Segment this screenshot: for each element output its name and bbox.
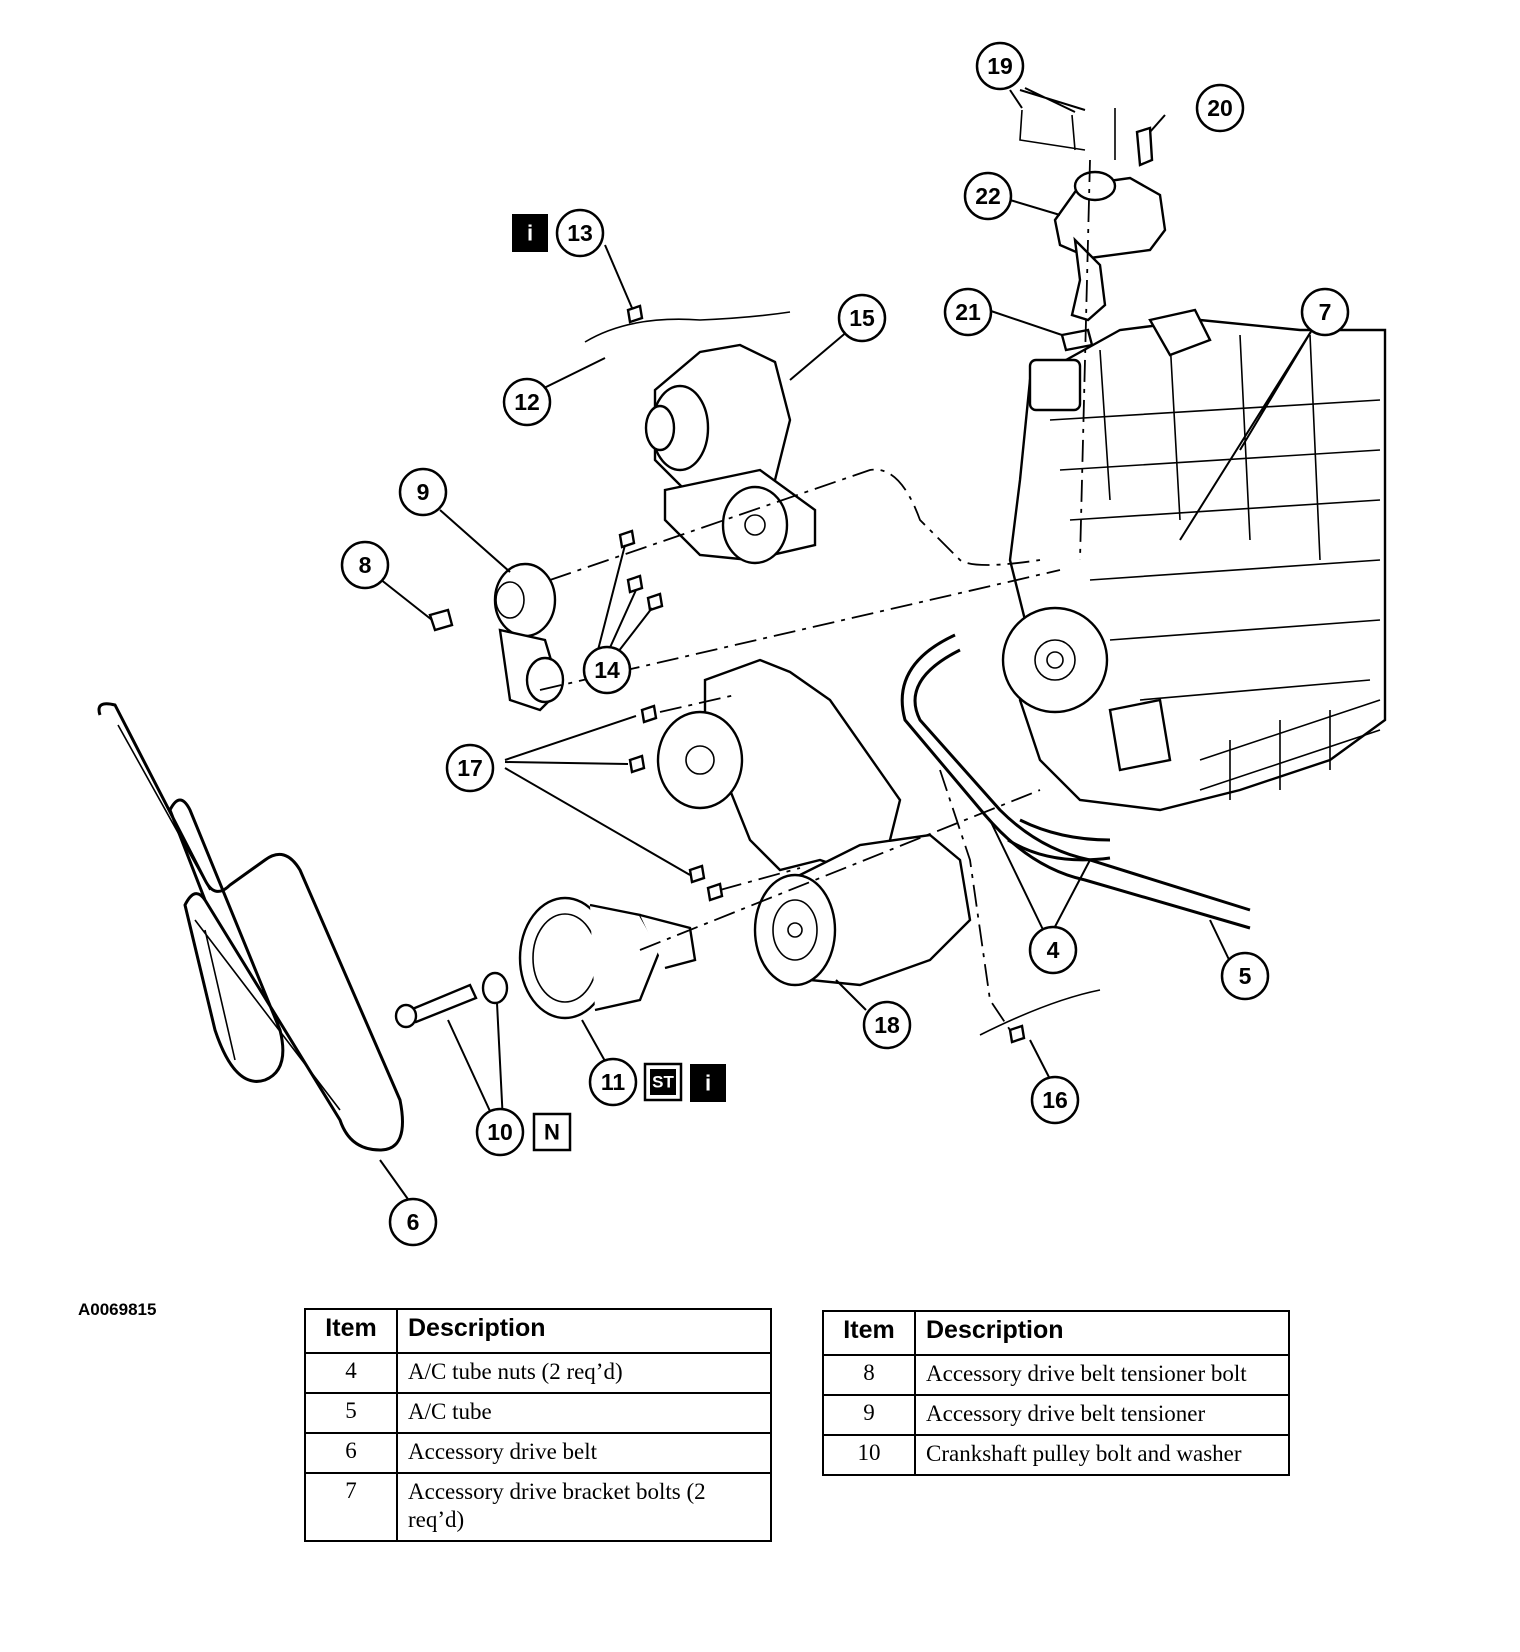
svg-text:7: 7 (1319, 299, 1332, 325)
svg-text:4: 4 (1047, 937, 1060, 963)
callout-20: 20 (1195, 83, 1245, 133)
svg-text:i: i (705, 1071, 711, 1096)
callout-8: 8 (340, 540, 390, 590)
table-row: 9 Accessory drive belt tensioner (822, 1394, 1290, 1436)
callout-16: 16 (1030, 1075, 1080, 1125)
ac-compressor (753, 833, 972, 987)
figure-id: A0069815 (78, 1300, 157, 1319)
callout-14: 14 (582, 645, 632, 695)
svg-text:9: 9 (417, 479, 430, 505)
item-description: A/C tube (396, 1392, 772, 1434)
exploded-view-diagram: 19 20 22 13 15 21 7 12 9 8 14 17 18 4 5 … (97, 41, 1387, 1247)
callout-13: 13 (555, 208, 605, 258)
item-number: 9 (822, 1394, 916, 1436)
special-tool-badge: ST (643, 1062, 683, 1102)
new-part-badge: N (532, 1112, 572, 1152)
svg-text:15: 15 (849, 305, 875, 331)
column-header-item: Item (304, 1308, 398, 1354)
callout-9: 9 (398, 467, 448, 517)
callout-5: 5 (1220, 951, 1270, 1001)
column-header-item: Item (822, 1310, 916, 1356)
svg-text:13: 13 (567, 220, 593, 246)
svg-text:14: 14 (594, 657, 620, 683)
svg-text:N: N (544, 1120, 560, 1145)
info-badge: i (690, 1064, 726, 1102)
svg-text:6: 6 (407, 1209, 420, 1235)
table-row: 10 Crankshaft pulley bolt and washer (822, 1434, 1290, 1476)
alternator-assembly (584, 311, 817, 565)
callout-18: 18 (862, 1000, 912, 1050)
leader-lines (374, 87, 1316, 1203)
item-description: Accessory drive bracket bolts (2 req’d) (396, 1472, 772, 1542)
callout-15: 15 (837, 293, 887, 343)
svg-text:18: 18 (874, 1012, 900, 1038)
callout-19: 19 (975, 41, 1025, 91)
item-number: 10 (822, 1434, 916, 1476)
callout-4: 4 (1028, 925, 1078, 975)
accessory-drive-belt (97, 702, 404, 1152)
item-description: Accessory drive belt tensioner bolt (914, 1354, 1290, 1396)
callout-10: 10 (475, 1107, 525, 1157)
item-number: 4 (304, 1352, 398, 1394)
callout-17: 17 (445, 743, 495, 793)
belt-tensioner (428, 562, 565, 712)
bolts (618, 304, 1101, 1044)
callout-21: 21 (943, 287, 993, 337)
info-badge: i (512, 214, 548, 252)
item-number: 5 (304, 1392, 398, 1434)
svg-text:11: 11 (601, 1069, 626, 1095)
svg-text:ST: ST (652, 1073, 674, 1092)
svg-text:20: 20 (1207, 95, 1233, 121)
item-description: Crankshaft pulley bolt and washer (914, 1434, 1290, 1476)
svg-text:16: 16 (1042, 1087, 1068, 1113)
svg-text:19: 19 (987, 53, 1013, 79)
ac-tube (900, 633, 1251, 930)
table-row: 8 Accessory drive belt tensioner bolt (822, 1354, 1290, 1396)
table-row: 5 A/C tube (304, 1392, 772, 1434)
item-number: 7 (304, 1472, 398, 1542)
item-description: Accessory drive belt (396, 1432, 772, 1474)
callout-22: 22 (963, 171, 1013, 221)
table-row: 4 A/C tube nuts (2 req’d) (304, 1352, 772, 1394)
item-number: 8 (822, 1354, 916, 1396)
item-number: 6 (304, 1432, 398, 1474)
column-header-description: Description (396, 1308, 772, 1354)
item-table-left: Item Description 4 A/C tube nuts (2 req’… (304, 1308, 772, 1542)
table-row: 6 Accessory drive belt (304, 1432, 772, 1474)
reservoir-assembly (1019, 108, 1167, 352)
item-description: Accessory drive belt tensioner (914, 1394, 1290, 1436)
engine-assembly (1001, 308, 1387, 812)
svg-text:17: 17 (457, 755, 483, 781)
svg-text:5: 5 (1239, 963, 1252, 989)
callout-11: 11 (588, 1057, 638, 1107)
svg-text:21: 21 (955, 299, 981, 325)
svg-text:i: i (527, 221, 533, 246)
svg-text:10: 10 (487, 1119, 513, 1145)
callout-7: 7 (1300, 287, 1350, 337)
item-table-right: Item Description 8 Accessory drive belt … (822, 1310, 1290, 1476)
item-description: A/C tube nuts (2 req’d) (396, 1352, 772, 1394)
callout-6: 6 (388, 1197, 438, 1247)
svg-text:8: 8 (359, 552, 372, 578)
svg-text:22: 22 (975, 183, 1001, 209)
table-row: 7 Accessory drive bracket bolts (2 req’d… (304, 1472, 772, 1542)
callout-12: 12 (502, 377, 552, 427)
crankshaft-pulley (394, 896, 697, 1029)
column-header-description: Description (914, 1310, 1290, 1356)
svg-text:12: 12 (514, 389, 540, 415)
